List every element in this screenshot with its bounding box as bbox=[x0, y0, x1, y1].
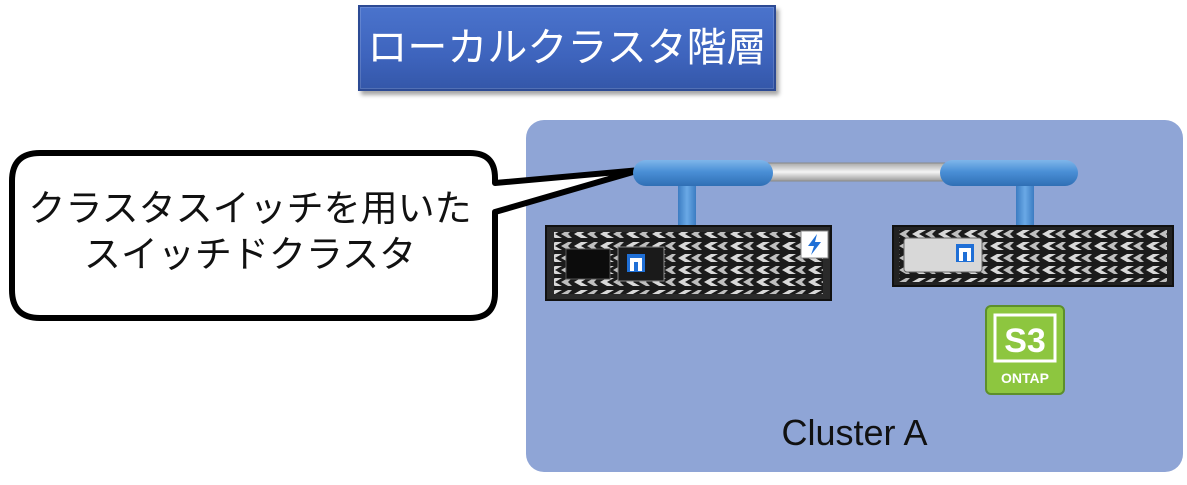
storage-node-left bbox=[545, 225, 832, 301]
diagram-title: ローカルクラスタ階層 bbox=[358, 5, 776, 91]
storage-node-right bbox=[892, 225, 1174, 287]
right-switch-bar bbox=[940, 160, 1078, 186]
netapp-logo-icon-left bbox=[627, 254, 645, 272]
s3-badge-sub-text: ONTAP bbox=[1001, 370, 1049, 386]
left-switch-vertical bbox=[678, 176, 696, 230]
callout-line-2: スイッチドクラスタ bbox=[83, 233, 417, 276]
netapp-logo-icon-right bbox=[956, 244, 974, 262]
callout-bubble bbox=[9, 150, 643, 321]
left-switch-bar bbox=[633, 160, 773, 186]
right-switch-vertical bbox=[1016, 176, 1034, 230]
interconnect-cable bbox=[751, 162, 953, 182]
s3-badge-main-text: S3 bbox=[1004, 322, 1046, 360]
s3-ontap-badge-icon: S3 ONTAP bbox=[985, 305, 1065, 395]
callout-line-1: クラスタスイッチを用いた bbox=[28, 187, 472, 230]
cluster-label: Cluster A bbox=[781, 412, 928, 453]
callout-text: クラスタスイッチを用いた スイッチドクラスタ bbox=[0, 186, 500, 278]
